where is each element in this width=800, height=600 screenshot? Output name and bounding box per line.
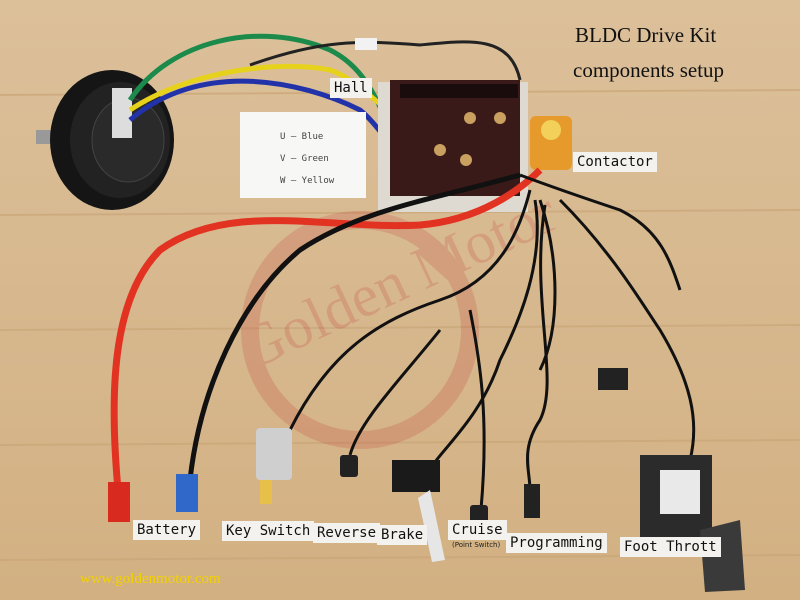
wire-harness — [288, 173, 696, 521]
label-programming: Programming — [506, 533, 607, 553]
label-foot-throttle: Foot Thrott — [620, 537, 721, 557]
label-key-switch: Key Switch — [222, 521, 315, 541]
phase-note: U — Blue V — Green W — Yellow — [240, 112, 366, 198]
key-switch — [256, 428, 292, 504]
label-brake: Brake — [377, 525, 428, 545]
programming-module — [598, 368, 628, 390]
title-line1: BLDC Drive Kit — [575, 23, 717, 47]
website-url: www.goldenmotor.com — [80, 571, 221, 587]
phase-note-v: V — Green — [280, 154, 329, 164]
label-cruise: Cruise — [448, 520, 507, 540]
reverse-switch — [340, 455, 358, 477]
hall-cable — [249, 40, 522, 81]
phase-note-w: W — Yellow — [280, 176, 335, 186]
label-contactor: Contactor — [573, 152, 657, 172]
phase-note-u: U — Blue — [280, 132, 324, 142]
label-reverse: Reverse — [313, 523, 381, 543]
title-line2: components setup — [573, 58, 725, 82]
label-cruise-sub: (Point Switch) — [452, 541, 501, 549]
motor-controller — [378, 80, 528, 212]
contactor — [530, 116, 572, 170]
battery-red-cable — [110, 167, 543, 491]
battery-blue-connector — [176, 474, 198, 512]
programming-connector — [524, 484, 540, 518]
label-battery: Battery — [133, 520, 201, 540]
battery-red-connector — [108, 482, 130, 522]
hall-connector — [355, 38, 377, 50]
foot-throttle — [640, 455, 745, 592]
battery-black-cable — [187, 172, 521, 481]
brake-lever — [392, 460, 445, 562]
label-hall: Hall — [330, 78, 372, 98]
